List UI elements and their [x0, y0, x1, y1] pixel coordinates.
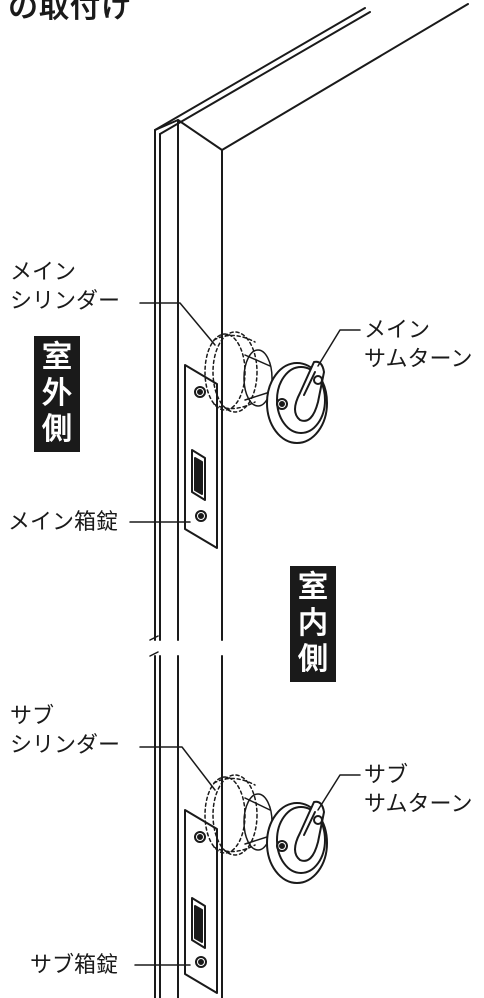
- sub-thumbturn: [266, 800, 328, 884]
- outside-tag-char-2: 外: [42, 376, 72, 411]
- outside-tag: 室 外 側: [34, 336, 80, 452]
- outside-tag-char-3: 側: [42, 412, 72, 447]
- sub-thumbturn-label: サブ サムターン: [364, 763, 473, 817]
- main-thumbturn-label: メイン サムターン: [364, 318, 473, 372]
- door-slab: [149, 3, 469, 998]
- leader-lines: [129, 302, 361, 966]
- inside-tag-char-2: 内: [298, 606, 328, 641]
- sub-lock-case-label: サブ箱錠: [30, 953, 119, 978]
- page-title: の取付け: [8, 0, 132, 25]
- sub-lock-faceplate: [184, 809, 218, 994]
- inside-tag: 室 内 側: [290, 566, 336, 682]
- main-lock-case-label: メイン箱錠: [8, 510, 119, 535]
- outside-tag-char-1: 室: [42, 340, 72, 375]
- inside-tag-char-1: 室: [298, 570, 328, 605]
- main-cylinder-body: [243, 349, 273, 407]
- inside-tag-char-3: 側: [298, 642, 328, 677]
- main-cylinder-label: メイン シリンダー: [10, 260, 121, 314]
- main-lock-faceplate: [184, 364, 218, 549]
- sub-cylinder-label: サブ シリンダー: [10, 704, 121, 758]
- main-thumbturn: [266, 360, 328, 444]
- main-cylinder: [204, 331, 258, 413]
